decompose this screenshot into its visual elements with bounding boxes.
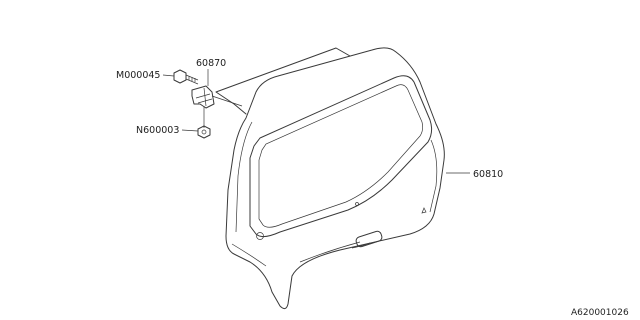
part-label-back-door: 60810 <box>473 169 503 180</box>
part-label-bolt: M000045 <box>116 70 160 81</box>
washer-nozzle <box>256 232 264 240</box>
hinge-plate-lines <box>195 87 213 107</box>
door-handle <box>355 230 383 248</box>
nut-part <box>197 125 211 139</box>
diagram-code: A620001026 <box>571 308 629 318</box>
part-label-hinge: 60870 <box>196 58 226 69</box>
lock-detail <box>421 207 427 214</box>
bolt-shank <box>185 74 199 85</box>
window-glass-outer <box>249 75 433 238</box>
hinge-arm <box>211 95 243 107</box>
back-door-lower-edge <box>231 241 361 267</box>
hinge-assembly <box>191 85 243 128</box>
bolt-head <box>173 69 187 84</box>
back-door-panel <box>215 47 445 310</box>
back-door-top-flange <box>215 47 351 115</box>
bolt-part <box>173 69 199 85</box>
leader-bolt <box>162 74 175 77</box>
nut-body <box>197 125 211 139</box>
hinge-bracket <box>191 85 215 109</box>
leader-nut <box>181 129 199 132</box>
nut-hole <box>201 129 207 135</box>
window-glass-inner <box>258 84 424 228</box>
license-lamp <box>351 242 371 249</box>
back-door-inner-edge <box>235 121 438 233</box>
part-label-nut: N600003 <box>136 125 179 136</box>
center-marker <box>355 202 359 206</box>
